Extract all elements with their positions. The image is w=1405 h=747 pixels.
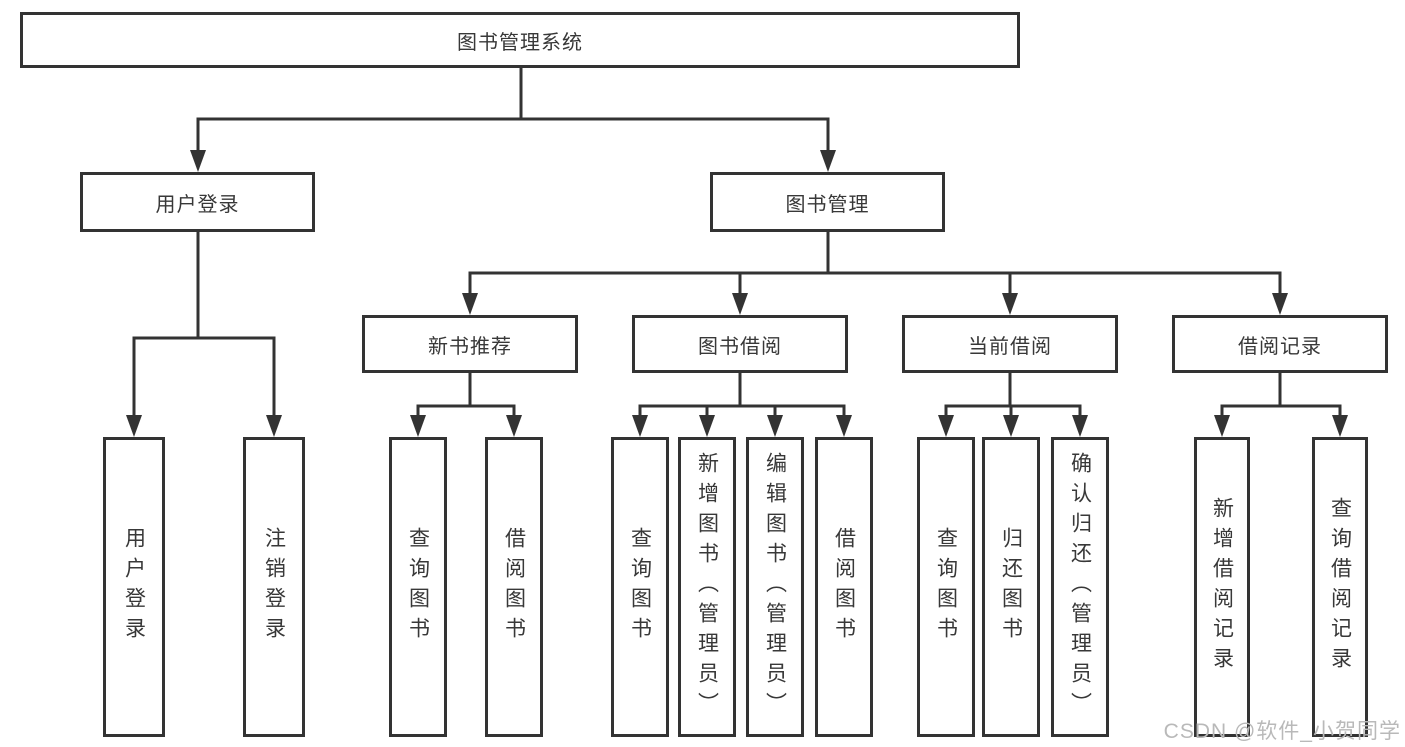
leaf-add-books-admin: 新增图书（管理员） <box>678 437 736 737</box>
leaf-add-books-admin-label: 新增图书（管理员） <box>695 452 719 722</box>
node-new-book-recommend-label: 新书推荐 <box>428 335 512 358</box>
node-borrow-records-label: 借阅记录 <box>1238 335 1322 358</box>
connector-root-to-level2 <box>196 68 830 152</box>
leaf-query-borrow-record: 查询借阅记录 <box>1312 437 1368 737</box>
leaf-query-books-1-label: 查询图书 <box>406 527 430 647</box>
node-current-borrow: 当前借阅 <box>902 315 1118 373</box>
connector-book-mgmt-to-level3 <box>468 232 1282 295</box>
node-book-borrow: 图书借阅 <box>632 315 848 373</box>
leaf-add-borrow-record-label: 新增借阅记录 <box>1210 497 1234 677</box>
arrowheads-borrow-records-leaves <box>1214 415 1348 437</box>
arrowheads-user-login-leaves <box>126 415 282 437</box>
leaf-borrow-books-2: 借阅图书 <box>815 437 873 737</box>
leaf-return-books: 归还图书 <box>982 437 1040 737</box>
leaf-confirm-return-admin-label: 确认归还（管理员） <box>1068 452 1092 722</box>
leaf-edit-books-admin: 编辑图书（管理员） <box>746 437 804 737</box>
connector-user-login-to-leaves <box>132 232 276 417</box>
connector-current-borrow-to-leaves <box>944 373 1082 417</box>
arrowheads-book-borrow-leaves <box>632 415 852 437</box>
leaf-user-login: 用户登录 <box>103 437 165 737</box>
leaf-query-books-3-label: 查询图书 <box>934 527 958 647</box>
leaf-return-books-label: 归还图书 <box>999 527 1023 647</box>
node-book-borrow-label: 图书借阅 <box>698 335 782 358</box>
connector-borrow-records-to-leaves <box>1220 373 1342 417</box>
leaf-query-borrow-record-label: 查询借阅记录 <box>1328 497 1352 677</box>
leaf-borrow-books-1: 借阅图书 <box>485 437 543 737</box>
arrowheads-new-book-leaves <box>410 415 522 437</box>
node-current-borrow-label: 当前借阅 <box>968 335 1052 358</box>
node-root-label: 图书管理系统 <box>457 31 583 54</box>
leaf-query-books-2-label: 查询图书 <box>628 527 652 647</box>
leaf-logout: 注销登录 <box>243 437 305 737</box>
leaf-borrow-books-2-label: 借阅图书 <box>832 527 856 647</box>
node-user-login-module: 用户登录 <box>80 172 315 232</box>
arrowheads-level3 <box>462 293 1288 315</box>
leaf-borrow-books-1-label: 借阅图书 <box>502 527 526 647</box>
node-borrow-records: 借阅记录 <box>1172 315 1388 373</box>
leaf-query-books-3: 查询图书 <box>917 437 975 737</box>
node-user-login-label: 用户登录 <box>155 193 240 216</box>
leaf-user-login-label: 用户登录 <box>122 527 146 647</box>
csdn-watermark: CSDN @软件_小贺同学 <box>1163 720 1401 743</box>
leaf-add-borrow-record: 新增借阅记录 <box>1194 437 1250 737</box>
node-new-book-recommend: 新书推荐 <box>362 315 578 373</box>
node-book-management-module: 图书管理 <box>710 172 945 232</box>
leaf-confirm-return-admin: 确认归还（管理员） <box>1051 437 1109 737</box>
arrowheads-level2 <box>190 150 836 172</box>
leaf-edit-books-admin-label: 编辑图书（管理员） <box>763 452 787 722</box>
node-root-system: 图书管理系统 <box>20 12 1020 68</box>
connector-book-borrow-to-leaves <box>638 373 846 417</box>
leaf-query-books-2: 查询图书 <box>611 437 669 737</box>
connector-new-book-to-leaves <box>416 373 516 417</box>
leaf-logout-label: 注销登录 <box>262 527 286 647</box>
leaf-query-books-1: 查询图书 <box>389 437 447 737</box>
node-book-management-label: 图书管理 <box>785 193 870 216</box>
arrowheads-current-borrow-leaves <box>938 415 1088 437</box>
